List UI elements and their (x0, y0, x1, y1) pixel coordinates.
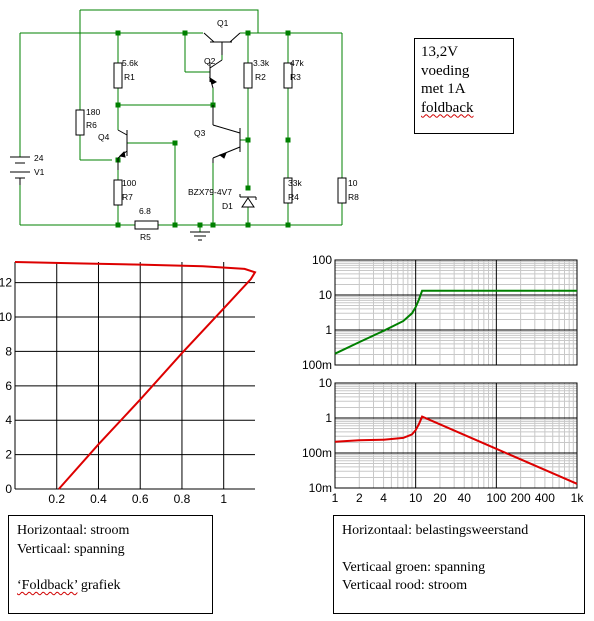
title-line-foldback: foldback (421, 99, 474, 116)
label-q4: Q4 (98, 132, 110, 142)
voltage-log-chart: 100m 1 10 100 (302, 253, 578, 372)
label-q2: Q2 (204, 56, 216, 66)
left-caption-horizontal: Horizontaal: stroom (17, 523, 130, 538)
label-r4: R4 (288, 192, 299, 202)
left-caption-graph: grafiek (77, 578, 121, 593)
left-caption-box: Horizontaal: stroom Verticaal: spanning … (8, 515, 213, 614)
value-r6: 180 (86, 107, 100, 117)
resistor-r2 (243, 62, 253, 89)
x-tick-label: 0.8 (174, 492, 191, 506)
label-r8: R8 (348, 192, 359, 202)
label-r7: R7 (122, 192, 133, 202)
title-box: 13,2V voeding met 1A foldback (414, 38, 514, 134)
x-tick-label: 1 (332, 491, 339, 505)
foldback-curve (14, 261, 257, 490)
x-tick-label: 0.4 (90, 492, 107, 506)
resistor-r4 (283, 177, 293, 204)
left-caption-quote: ‘Foldback’ (17, 578, 78, 593)
x-tick-label: 4 (380, 491, 387, 505)
value-r8: 10 (348, 178, 358, 188)
label-r3: R3 (290, 72, 301, 82)
label-v1: V1 (34, 167, 45, 177)
component-labels: Q1 Q2 Q3 Q4 5.6k R1 3.3k R2 47k R3 33k R… (34, 18, 359, 242)
x-tick-label: 1 (220, 492, 227, 506)
y-tick-label: 10m (309, 481, 332, 495)
resistor-r5 (134, 220, 159, 230)
y-tick-label: 100 (312, 253, 332, 267)
value-v1: 24 (34, 153, 44, 163)
value-r3: 47k (290, 58, 304, 68)
y-tick-label: 100m (302, 446, 332, 460)
resistor-r6 (75, 109, 85, 136)
label-r1: R1 (124, 72, 135, 82)
y-tick-label: 10 (319, 288, 333, 302)
value-r4: 33k (288, 178, 302, 188)
schematic-components (10, 32, 347, 241)
y-tick-label: 10 (319, 376, 333, 390)
right-caption-green: Verticaal groen: spanning (342, 559, 486, 575)
y-tick-label: 1 (325, 323, 332, 337)
right-caption-horizontal: Horizontaal: belastingsweerstand (342, 523, 529, 538)
x-tick-label: 10 (409, 491, 423, 505)
x-tick-label: 0.2 (48, 492, 65, 506)
resistor-r8 (337, 177, 347, 204)
current-curve (334, 415, 578, 485)
left-caption-vertical: Verticaal: spanning (17, 541, 125, 557)
x-tick-label: 0.6 (132, 492, 149, 506)
title-line-current: met 1A (421, 81, 466, 97)
current-log-chart: 10m 100m 1 10 1 2 4 10 20 40 100 200 400 1k (302, 376, 584, 505)
label-r2: R2 (255, 72, 266, 82)
x-tick-label: 200 (511, 491, 531, 505)
resistor-r1 (113, 62, 123, 89)
x-tick-label: 1k (571, 491, 585, 505)
transistor-q2 (209, 59, 223, 89)
foldback-chart: 0 2 4 6 8 10 12 0.2 0.4 0.6 0.8 1 (0, 261, 257, 506)
label-r6: R6 (86, 120, 97, 130)
label-r5: R5 (140, 232, 151, 242)
y-tick-label: 2 (5, 448, 12, 462)
y-tick-label: 4 (5, 413, 12, 427)
battery-v1 (10, 156, 30, 185)
x-tick-label: 100 (486, 491, 506, 505)
x-tick-label: 400 (535, 491, 555, 505)
y-tick-label: 12 (0, 276, 12, 290)
value-d1: BZX79-4V7 (188, 187, 232, 197)
y-tick-label: 1 (325, 411, 332, 425)
value-r1: 5.6k (122, 58, 139, 68)
plot-frame (334, 259, 578, 366)
y-tick-label: 10 (0, 310, 12, 324)
resistor-r7 (113, 179, 123, 206)
value-r7: 100 (122, 178, 136, 188)
y-tick-label: 6 (5, 379, 12, 393)
transistor-q3 (212, 105, 241, 163)
label-q1: Q1 (217, 18, 229, 28)
circuit-schematic: Q1 Q2 Q3 Q4 5.6k R1 3.3k R2 47k R3 33k R… (10, 9, 359, 242)
title-line-voltage: 13,2V (421, 44, 459, 60)
title-line-supply: voeding (421, 62, 470, 79)
schematic-junctions (115, 30, 291, 228)
y-tick-label: 0 (5, 482, 12, 496)
resistor-r3 (283, 62, 293, 89)
right-caption-red: Verticaal rood: stroom (342, 578, 468, 593)
y-tick-label: 8 (5, 344, 12, 358)
x-tick-label: 20 (433, 491, 447, 505)
x-tick-label: 40 (458, 491, 472, 505)
left-caption-title: ‘Foldback’ grafiek (17, 577, 212, 596)
y-tick-label: 100m (302, 358, 332, 372)
value-r2: 3.3k (253, 58, 270, 68)
transistor-q4 (117, 129, 128, 170)
right-caption-box: Horizontaal: belastingsweerstand Vertica… (333, 515, 585, 614)
transistor-q1 (203, 32, 241, 55)
x-tick-label: 2 (356, 491, 363, 505)
ground-symbol (190, 231, 210, 241)
label-d1: D1 (222, 201, 233, 211)
plot-frame (334, 382, 578, 489)
label-q3: Q3 (194, 128, 206, 138)
voltage-curve (334, 289, 577, 355)
zener-diode-d1 (239, 194, 257, 208)
value-r5: 6.8 (139, 206, 151, 216)
